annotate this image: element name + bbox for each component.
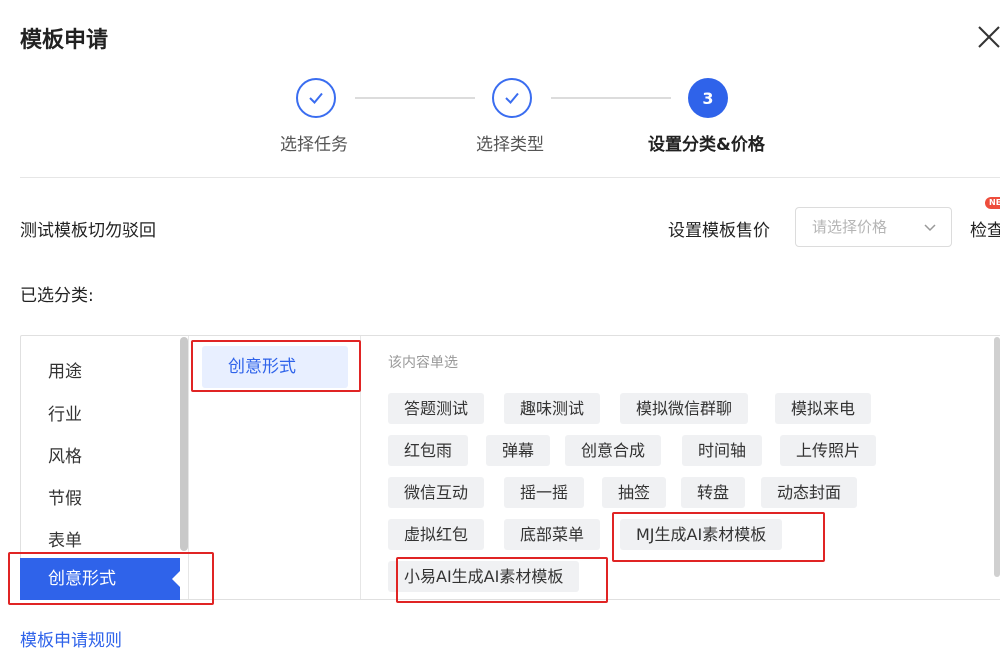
subcategory-item-creative[interactable]: 创意形式: [202, 346, 348, 388]
single-select-hint: 该内容单选: [388, 355, 458, 371]
tag-xiaoyi-ai-template[interactable]: 小易AI生成AI素材模板: [388, 561, 580, 592]
price-select[interactable]: 请选择价格: [795, 207, 952, 247]
tag-fun-test[interactable]: 趣味测试: [504, 393, 601, 424]
highlight-box: [8, 552, 214, 605]
tag-draw-lots[interactable]: 抽签: [602, 477, 667, 508]
scrollbar[interactable]: [180, 337, 188, 551]
step-connector: [355, 97, 475, 99]
category-item-usage[interactable]: 用途: [48, 362, 82, 382]
highlight-box: [612, 512, 825, 562]
category-item-form[interactable]: 表单: [48, 531, 82, 551]
step-3-label: 设置分类&价格: [648, 135, 765, 155]
price-label: 设置模板售价: [668, 221, 770, 241]
scrollbar[interactable]: [994, 337, 1000, 577]
tag-virtual-red-packet[interactable]: 虚拟红包: [388, 519, 485, 550]
active-notch: [172, 571, 180, 587]
step-1-label: 选择任务: [280, 135, 348, 155]
step-1-check-icon: [296, 78, 336, 118]
tag-bottom-menu[interactable]: 底部菜单: [504, 519, 601, 550]
tag-timeline[interactable]: 时间轴: [682, 435, 763, 466]
category-item-holiday[interactable]: 节假: [48, 489, 82, 509]
tag-upload-photo[interactable]: 上传照片: [780, 435, 877, 466]
selected-categories-label: 已选分类:: [20, 286, 94, 306]
close-icon[interactable]: [976, 22, 1000, 50]
template-name: 测试模板切勿驳回: [20, 221, 156, 241]
tag-wheel[interactable]: 转盘: [681, 477, 746, 508]
tag-wechat-group[interactable]: 模拟微信群聊: [620, 393, 749, 424]
dialog-title: 模板申请: [20, 28, 109, 53]
tag-simulated-call[interactable]: 模拟来电: [775, 393, 872, 424]
category-panel: [20, 335, 1000, 600]
tag-dynamic-cover[interactable]: 动态封面: [761, 477, 858, 508]
tag-creative-compose[interactable]: 创意合成: [565, 435, 662, 466]
tag-quiz[interactable]: 答题测试: [388, 393, 485, 424]
price-placeholder: 请选择价格: [812, 218, 888, 236]
highlight-box: [396, 557, 608, 603]
tag-mj-ai-template[interactable]: MJ生成AI素材模板: [620, 519, 783, 550]
highlight-box: [191, 340, 361, 392]
tag-red-packet-rain[interactable]: 红包雨: [388, 435, 469, 466]
divider: [20, 177, 1000, 178]
new-badge: NEW: [985, 197, 1000, 209]
tag-shake[interactable]: 摇一摇: [504, 477, 585, 508]
chevron-down-icon: [924, 224, 936, 232]
template-rules-link[interactable]: 模板申请规则: [20, 631, 122, 651]
step-2-check-icon: [492, 78, 532, 118]
column-divider: [188, 336, 189, 599]
tag-wechat-interact[interactable]: 微信互动: [388, 477, 485, 508]
step-3-number: 3: [688, 78, 728, 118]
step-connector: [551, 97, 671, 99]
category-item-creative-active[interactable]: 创意形式: [20, 558, 180, 600]
check-button[interactable]: 检查: [970, 221, 1000, 241]
step-2-label: 选择类型: [476, 135, 544, 155]
column-divider: [360, 336, 361, 599]
category-item-style[interactable]: 风格: [48, 447, 82, 467]
tag-danmaku[interactable]: 弹幕: [486, 435, 551, 466]
category-item-label: 创意形式: [48, 569, 116, 589]
category-item-industry[interactable]: 行业: [48, 405, 82, 425]
